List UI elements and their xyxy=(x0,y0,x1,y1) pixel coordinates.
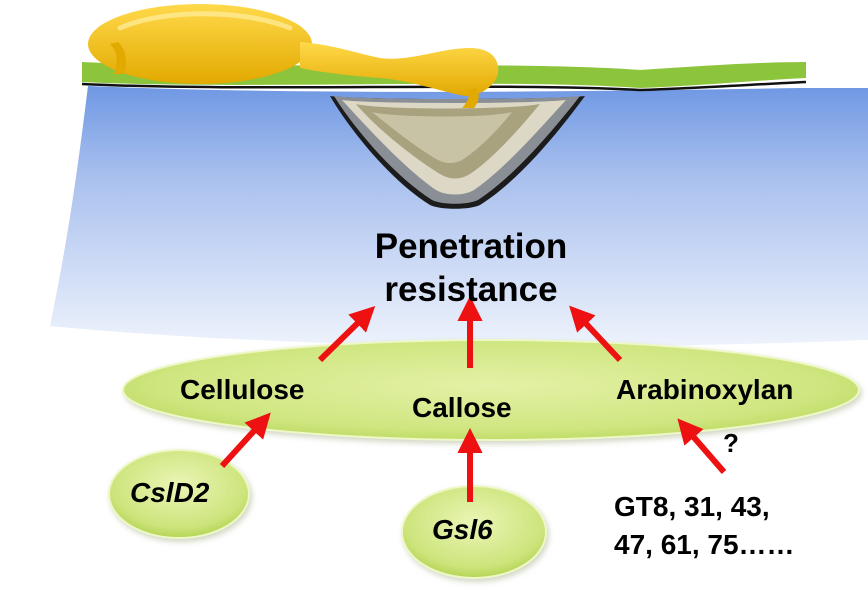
gt-families-line2: 47, 61, 75…… xyxy=(614,528,795,560)
uncertainty-mark: ? xyxy=(723,428,739,458)
plant-cell-interior xyxy=(50,86,868,347)
csld2-gene-label: CslD2 xyxy=(130,477,210,508)
gsl6-gene-ellipse xyxy=(401,485,547,579)
penetration-resistance-line2: resistance xyxy=(384,269,558,309)
gt-families-label: GT8, 31, 43, 47, 61, 75…… xyxy=(614,488,795,564)
arrow-cellulose-to-resistance xyxy=(317,305,376,363)
fungal-appressorium-icon xyxy=(88,4,499,108)
penetration-resistance-line1: Penetration xyxy=(374,227,568,266)
callose-label: Callose xyxy=(412,392,512,423)
arrow-gt-to-arabinoxylan xyxy=(677,418,727,474)
penetration-resistance-label: Penetration resistance xyxy=(340,226,602,311)
csld2-gene-ellipse xyxy=(108,449,250,539)
arrow-arabinoxylan-to-resistance xyxy=(569,305,623,363)
cellulose-label: Cellulose xyxy=(180,374,305,405)
gsl6-gene-label: Gsl6 xyxy=(432,514,493,545)
papilla-icon xyxy=(330,96,585,209)
gt-families-line1: GT8, 31, 43, xyxy=(614,491,770,522)
arrow-csld2-to-cellulose xyxy=(219,412,271,469)
red-arrow-icon xyxy=(219,295,727,502)
cell-wall-inner-edge xyxy=(81,80,807,92)
arabinoxylan-label: Arabinoxylan xyxy=(616,374,794,405)
cell-wall-polysaccharide-ellipse xyxy=(122,339,860,441)
